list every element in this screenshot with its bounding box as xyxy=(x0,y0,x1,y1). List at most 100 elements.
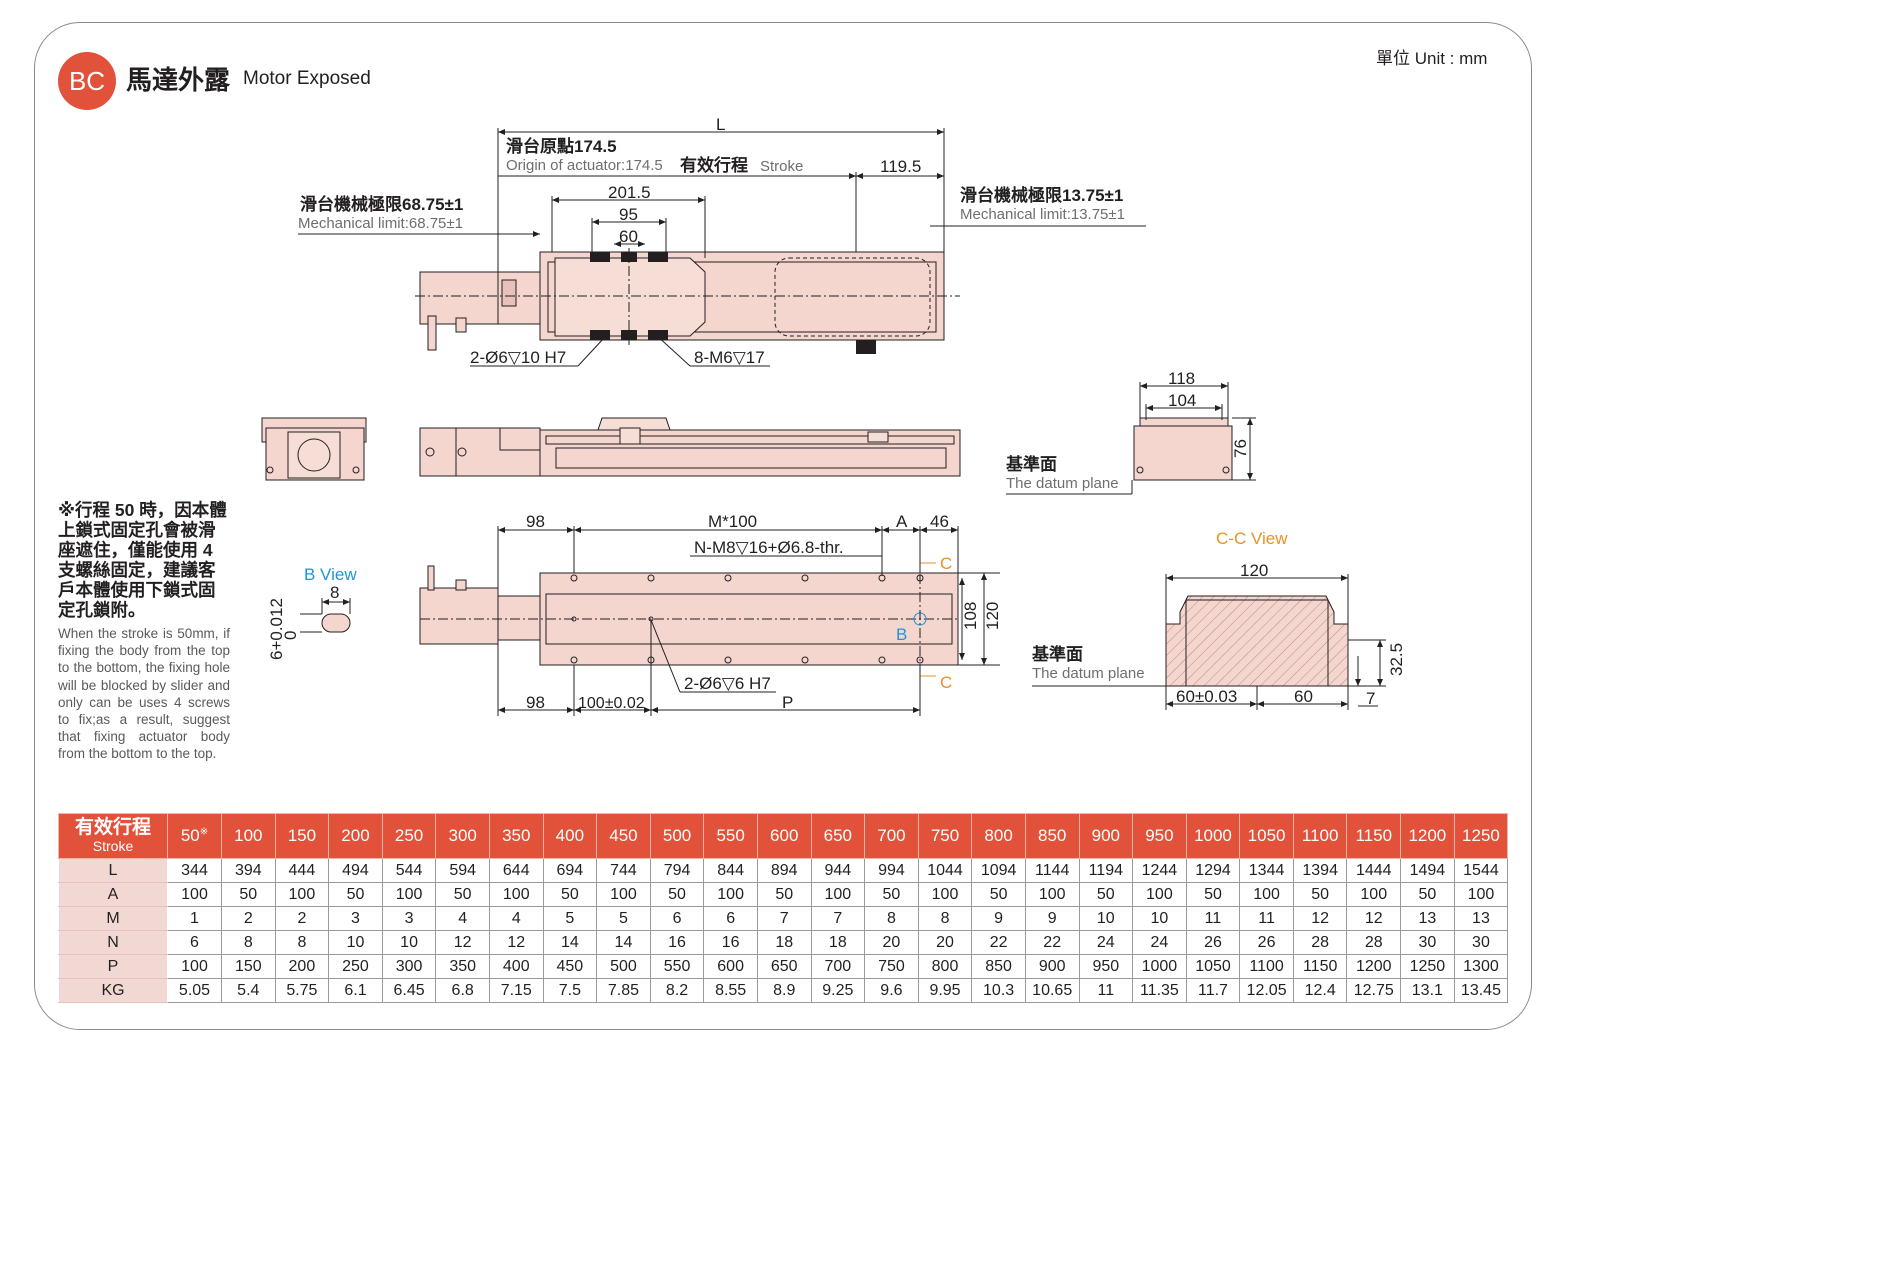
table-cell: 10.65 xyxy=(1024,978,1080,1003)
table-cell: 100 xyxy=(167,882,222,907)
table-cell: 744 xyxy=(596,858,651,883)
table-cell: 16 xyxy=(703,930,758,955)
svg-text:Mechanical limit:68.75±1: Mechanical limit:68.75±1 xyxy=(298,215,463,232)
table-cell: 1544 xyxy=(1453,858,1509,883)
table-cell: 3 xyxy=(328,906,383,931)
note-star-mark: ※ xyxy=(199,826,209,838)
table-cell: 600 xyxy=(703,954,758,979)
table-cell: 6 xyxy=(649,906,705,931)
table-cell: 12.05 xyxy=(1239,978,1294,1003)
table-cell: 18 xyxy=(810,930,866,955)
table-cell: 1294 xyxy=(1185,858,1241,883)
stroke-header-en: Stroke xyxy=(92,837,134,854)
note-english: When the stroke is 50mm, if fixing the b… xyxy=(58,626,230,762)
table-cell: 844 xyxy=(703,858,758,883)
stroke-value-header: 650 xyxy=(810,813,866,859)
stroke-value-header: 300 xyxy=(435,813,490,859)
table-cell: 12 xyxy=(1346,906,1402,931)
table-cell: 100 xyxy=(703,882,758,907)
table-cell: 594 xyxy=(435,858,490,883)
svg-text:滑台原點174.5: 滑台原點174.5 xyxy=(506,136,617,156)
stroke-value-header: 900 xyxy=(1078,813,1134,859)
table-cell: 9 xyxy=(1024,906,1080,931)
table-cell: 30 xyxy=(1453,930,1509,955)
table-cell: 14 xyxy=(596,930,651,955)
table-cell: 694 xyxy=(542,858,598,883)
svg-text:108: 108 xyxy=(961,602,980,630)
table-cell: 100 xyxy=(1024,882,1080,907)
table-cell: 5.05 xyxy=(167,978,222,1003)
bottom-view-labels: 98 M*100 A 46 N-M8▽16+Ø6.8-thr. C C B 10… xyxy=(526,512,1002,712)
table-cell: 5 xyxy=(542,906,598,931)
table-cell: 50 xyxy=(971,882,1026,907)
table-cell: 6.45 xyxy=(381,978,437,1003)
table-cell: 7.15 xyxy=(488,978,544,1003)
table-cell: 24 xyxy=(1132,930,1187,955)
table-cell: 12 xyxy=(435,930,490,955)
stroke-value-header: 1200 xyxy=(1400,813,1455,859)
note-chinese: ※行程 50 時，因本體上鎖式固定孔會被滑座遮住，僅能使用 4 支螺絲固定，建議… xyxy=(58,500,227,620)
table-cell: 50 xyxy=(542,882,598,907)
unit-label: 單位 Unit : mm xyxy=(1376,49,1488,68)
stroke-value-header: 400 xyxy=(542,813,598,859)
stroke-value-header: 100 xyxy=(221,813,276,859)
table-cell: 9.25 xyxy=(810,978,866,1003)
top-view-labels: L 滑台原點174.5 Origin of actuator:174.5 有效行… xyxy=(298,115,1125,367)
table-cell: 18 xyxy=(756,930,812,955)
table-cell: 444 xyxy=(274,858,330,883)
table-cell: 1344 xyxy=(1239,858,1294,883)
table-cell: 5.75 xyxy=(274,978,330,1003)
table-cell: 8.55 xyxy=(703,978,758,1003)
table-cell: 8 xyxy=(864,906,919,931)
table-cell: 8.9 xyxy=(756,978,812,1003)
svg-text:120: 120 xyxy=(983,602,1002,630)
stroke-value-header: 500 xyxy=(649,813,705,859)
table-cell: 100 xyxy=(1132,882,1187,907)
table-cell: 1094 xyxy=(971,858,1026,883)
table-cell: 50 xyxy=(1292,882,1348,907)
table-cell: 8 xyxy=(221,930,276,955)
table-cell: 6 xyxy=(167,930,222,955)
svg-text:Mechanical limit:13.75±1: Mechanical limit:13.75±1 xyxy=(960,206,1125,223)
series-badge: BC xyxy=(58,52,116,110)
svg-text:Stroke: Stroke xyxy=(760,158,803,175)
table-cell: 10.3 xyxy=(971,978,1026,1003)
table-cell: 2 xyxy=(274,906,330,931)
table-cell: 850 xyxy=(971,954,1026,979)
stroke-value-header: 850 xyxy=(1024,813,1080,859)
table-cell: 10 xyxy=(328,930,383,955)
table-cell: 14 xyxy=(542,930,598,955)
svg-text:95: 95 xyxy=(619,205,638,224)
stroke-value-header: 450 xyxy=(596,813,651,859)
table-cell: 100 xyxy=(1346,882,1402,907)
svg-text:60: 60 xyxy=(1294,687,1313,706)
stroke-value-header: 1000 xyxy=(1185,813,1241,859)
table-cell: 50 xyxy=(649,882,705,907)
svg-text:60±0.03: 60±0.03 xyxy=(1176,687,1237,706)
table-cell: 12 xyxy=(488,930,544,955)
svg-text:98: 98 xyxy=(526,693,545,712)
bottom-view xyxy=(419,526,1000,716)
table-cell: 50 xyxy=(864,882,919,907)
table-cell: 11.7 xyxy=(1185,978,1241,1003)
row-label: L xyxy=(58,858,168,883)
table-cell: 1394 xyxy=(1292,858,1348,883)
table-cell: 9 xyxy=(971,906,1026,931)
table-cell: 100 xyxy=(167,954,222,979)
table-cell: 300 xyxy=(381,954,437,979)
table-cell: 1444 xyxy=(1346,858,1402,883)
svg-text:基準面: 基準面 xyxy=(1005,454,1057,474)
table-cell: 1 xyxy=(167,906,222,931)
table-cell: 13.1 xyxy=(1400,978,1455,1003)
svg-text:119.5: 119.5 xyxy=(880,157,921,176)
table-cell: 100 xyxy=(274,882,330,907)
stroke-value-header: 750 xyxy=(917,813,973,859)
table-cell: 8 xyxy=(274,930,330,955)
svg-text:Origin of actuator:174.5: Origin of actuator:174.5 xyxy=(506,157,663,174)
table-cell: 550 xyxy=(649,954,705,979)
table-cell: 100 xyxy=(810,882,866,907)
stroke-value-header: 950 xyxy=(1132,813,1187,859)
